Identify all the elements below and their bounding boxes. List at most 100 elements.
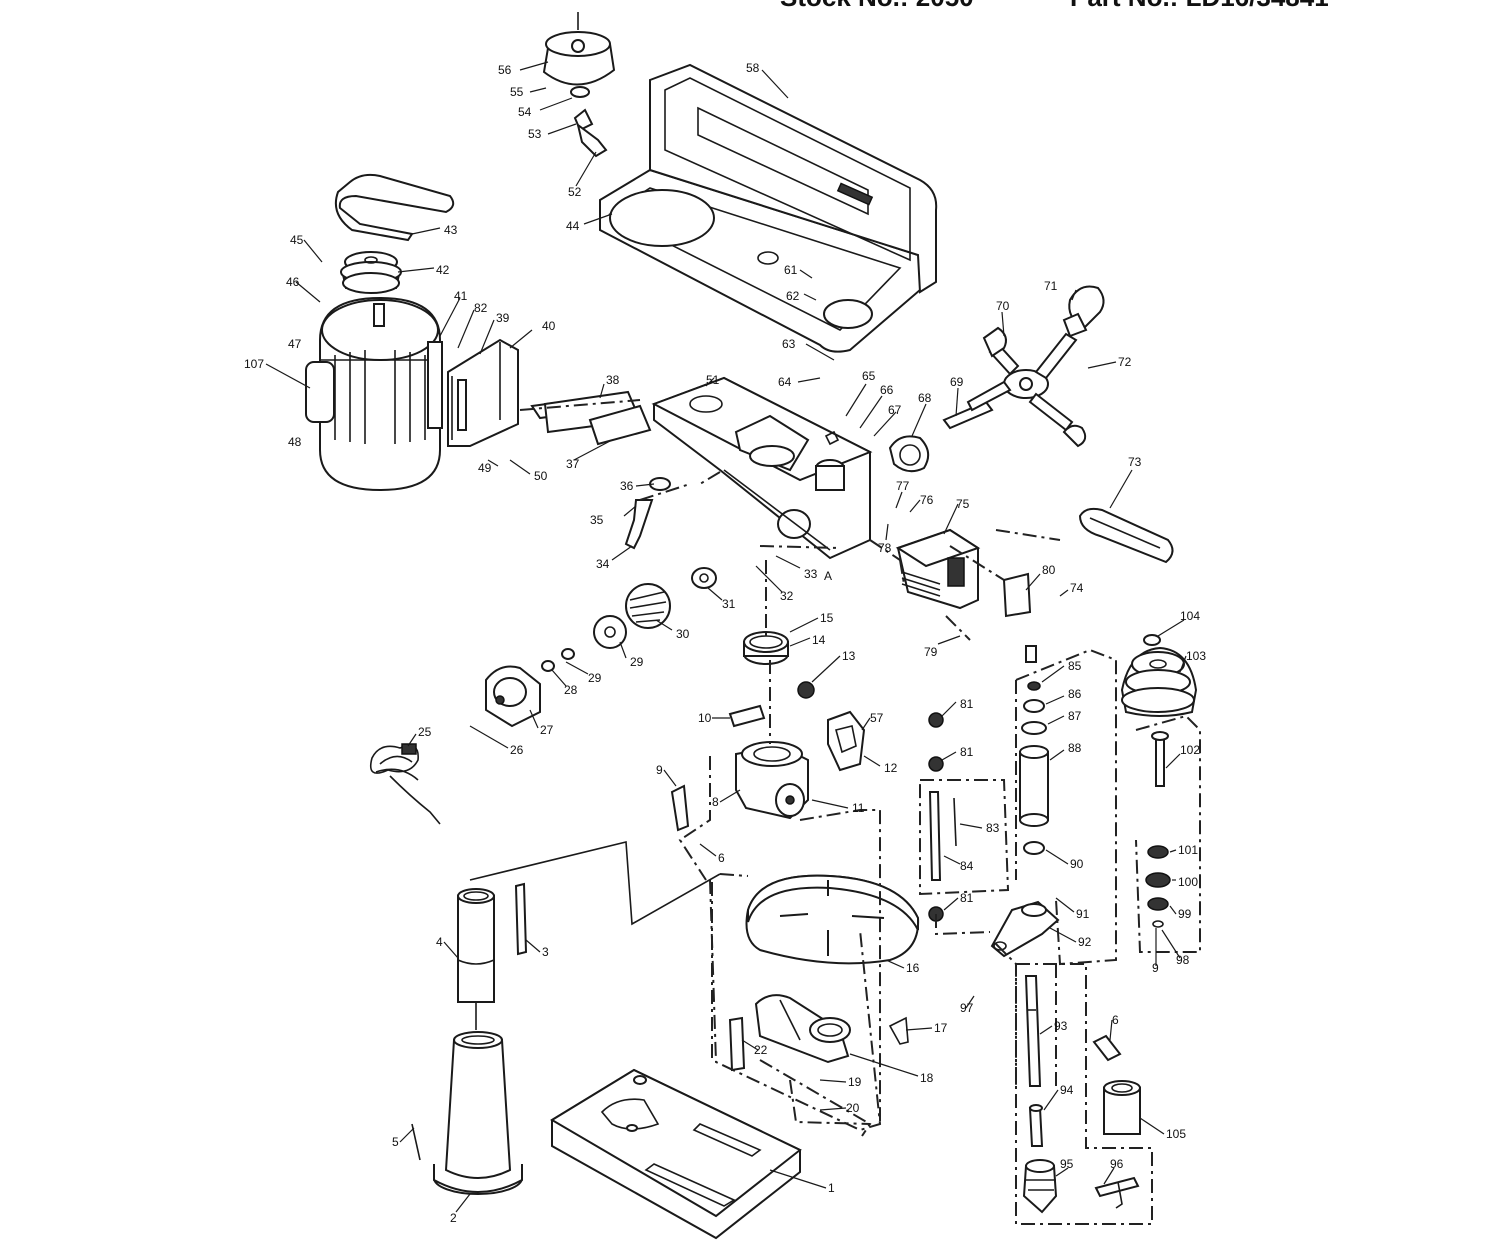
assembly-boundaries <box>678 471 1201 1225</box>
callout: 69 <box>950 375 964 389</box>
part-number-header: Part No.: LD16/34841 <box>1070 0 1329 12</box>
callout: 87 <box>1068 709 1082 723</box>
callout: 83 <box>986 821 1000 835</box>
callout: 20 <box>846 1101 860 1115</box>
callout: A <box>824 569 832 583</box>
callout: 103 <box>1186 649 1206 663</box>
callout: 44 <box>566 219 580 233</box>
callout: 15 <box>820 611 834 625</box>
callout: 26 <box>510 743 524 757</box>
callout: 31 <box>722 597 736 611</box>
column <box>457 882 528 1003</box>
callout: 2 <box>450 1211 457 1225</box>
top-pulley-cap <box>542 12 616 158</box>
callout: 94 <box>1060 1083 1074 1097</box>
callout: 28 <box>564 683 578 697</box>
quill-shaft-parts <box>824 400 994 473</box>
stock-number-header: Stock No.: 2050 <box>780 0 974 12</box>
callout: 22 <box>754 1043 768 1057</box>
callout: 62 <box>786 289 800 303</box>
work-table <box>745 874 920 965</box>
callout: 76 <box>920 493 934 507</box>
callout: 5 <box>392 1135 399 1149</box>
motor <box>305 296 443 492</box>
callout: 92 <box>1078 935 1092 949</box>
callout: 35 <box>590 513 604 527</box>
callout: 66 <box>880 383 894 397</box>
callout: 61 <box>784 263 798 277</box>
callout: 95 <box>1060 1157 1074 1171</box>
callout: 8 <box>712 795 719 809</box>
motor-pulley <box>340 251 402 294</box>
callout: 54 <box>518 105 532 119</box>
callout: 85 <box>1068 659 1082 673</box>
spindle-sleeve <box>1092 1034 1141 1135</box>
callout: 25 <box>418 725 432 739</box>
callout: 53 <box>528 127 542 141</box>
power-cord <box>369 743 441 825</box>
v-belt <box>1078 507 1174 564</box>
quill-rack <box>928 712 957 922</box>
callout: 72 <box>1118 355 1132 369</box>
callout: 102 <box>1180 743 1200 757</box>
callout: 33 <box>804 567 818 581</box>
callout: 56 <box>498 63 512 77</box>
callout: 38 <box>606 373 620 387</box>
callout: 29 <box>630 655 644 669</box>
callout: 86 <box>1068 687 1082 701</box>
spindle-pulley <box>1120 634 1198 717</box>
callout: 58 <box>746 61 760 75</box>
callout: 51 <box>706 373 720 387</box>
callout: 50 <box>534 469 548 483</box>
callout: 36 <box>620 479 634 493</box>
callout: 29 <box>588 671 602 685</box>
callout: 70 <box>996 299 1010 313</box>
callout: 107 <box>244 357 264 371</box>
callout: 43 <box>444 223 458 237</box>
callout: 3 <box>542 945 549 959</box>
motor-rails <box>519 390 652 446</box>
callout: 77 <box>896 479 910 493</box>
callout: 81 <box>960 697 974 711</box>
callout: 78 <box>878 541 892 555</box>
table-support-arm <box>728 994 909 1072</box>
belt-guard-cover <box>599 63 938 353</box>
callout: 91 <box>1076 907 1090 921</box>
callout: 98 <box>1176 953 1190 967</box>
callout-leaders <box>265 61 1187 1213</box>
callout: 37 <box>566 457 580 471</box>
callout: 74 <box>1070 581 1084 595</box>
callout: 65 <box>862 369 876 383</box>
callout: 75 <box>956 497 970 511</box>
callout: 1 <box>828 1181 835 1195</box>
callout: 9 <box>656 763 663 777</box>
callout: 46 <box>286 275 300 289</box>
callout: 81 <box>960 891 974 905</box>
callout: 49 <box>478 461 492 475</box>
callout: 104 <box>1180 609 1200 623</box>
callout: 17 <box>934 1021 948 1035</box>
callout: 32 <box>780 589 794 603</box>
callout: 27 <box>540 723 554 737</box>
drive-belt <box>334 173 455 242</box>
switch-box <box>895 528 1032 618</box>
column-base-flange <box>433 1031 523 1195</box>
callout: 90 <box>1070 857 1084 871</box>
table-crank-parts <box>728 681 866 772</box>
callout: 79 <box>924 645 938 659</box>
spindle <box>1024 975 1044 1147</box>
callout: 13 <box>842 649 856 663</box>
callout: 105 <box>1166 1127 1186 1141</box>
callout: 52 <box>568 185 582 199</box>
callout: 100 <box>1178 875 1198 889</box>
callout: 82 <box>474 301 488 315</box>
callout: 9 <box>1152 961 1159 975</box>
callout: 68 <box>918 391 932 405</box>
callout: 19 <box>848 1075 862 1089</box>
depth-stop-bracket <box>990 900 1060 958</box>
callout: 55 <box>510 85 524 99</box>
callout: 16 <box>906 961 920 975</box>
callout: 14 <box>812 633 826 647</box>
callout: 101 <box>1178 843 1198 857</box>
pulley-spindle-bearings <box>1145 731 1171 928</box>
